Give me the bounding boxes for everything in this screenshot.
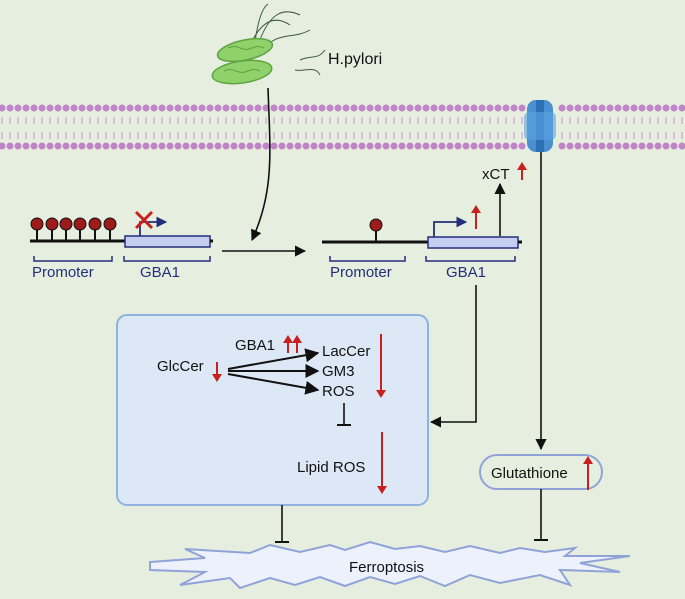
up-arrow-icon xyxy=(471,205,481,229)
cell-membrane xyxy=(0,104,685,150)
gba1-enzyme-label: GBA1 xyxy=(235,337,275,354)
ferroptosis-burst xyxy=(149,540,631,590)
h-pylori-label: H.pylori xyxy=(328,51,382,68)
ros-label: ROS xyxy=(322,383,355,400)
promoter-right-label: Promoter xyxy=(330,264,392,281)
single-methyl-pin xyxy=(369,218,383,242)
laccer-label: LacCer xyxy=(322,343,370,360)
gba1-gene-left xyxy=(124,235,211,248)
glccer-label: GlcCer xyxy=(157,358,204,375)
up-arrow-icon xyxy=(517,162,527,180)
tss-arrow-right xyxy=(433,216,468,237)
ferroptosis-label: Ferroptosis xyxy=(349,559,424,576)
promoter-left-label: Promoter xyxy=(32,264,94,281)
tss-arrow-left xyxy=(139,216,168,236)
x-mark-icon xyxy=(134,210,154,230)
metabolism-panel xyxy=(116,314,429,506)
xct-channel-icon xyxy=(524,100,556,152)
up-arrow-icon xyxy=(283,335,302,353)
xct-label: xCT xyxy=(482,166,510,183)
down-arrow-icon xyxy=(376,334,386,398)
gba1-to-metabolism-arrow xyxy=(429,285,477,428)
down-arrow-icon xyxy=(212,362,222,382)
glutathione-label: Glutathione xyxy=(491,465,568,482)
gba1-gene-right xyxy=(427,236,519,249)
methylated-promoter-left xyxy=(30,217,125,243)
gba1-left-label: GBA1 xyxy=(140,264,180,281)
up-arrow-icon xyxy=(583,456,593,490)
h-pylori-bacterium-icon xyxy=(211,3,326,85)
lipid-ros-label: Lipid ROS xyxy=(297,459,365,476)
down-arrow-icon xyxy=(377,432,387,494)
pylori-effect-arrow xyxy=(251,87,271,242)
gba1-right-label: GBA1 xyxy=(446,264,486,281)
gm3-label: GM3 xyxy=(322,363,355,380)
